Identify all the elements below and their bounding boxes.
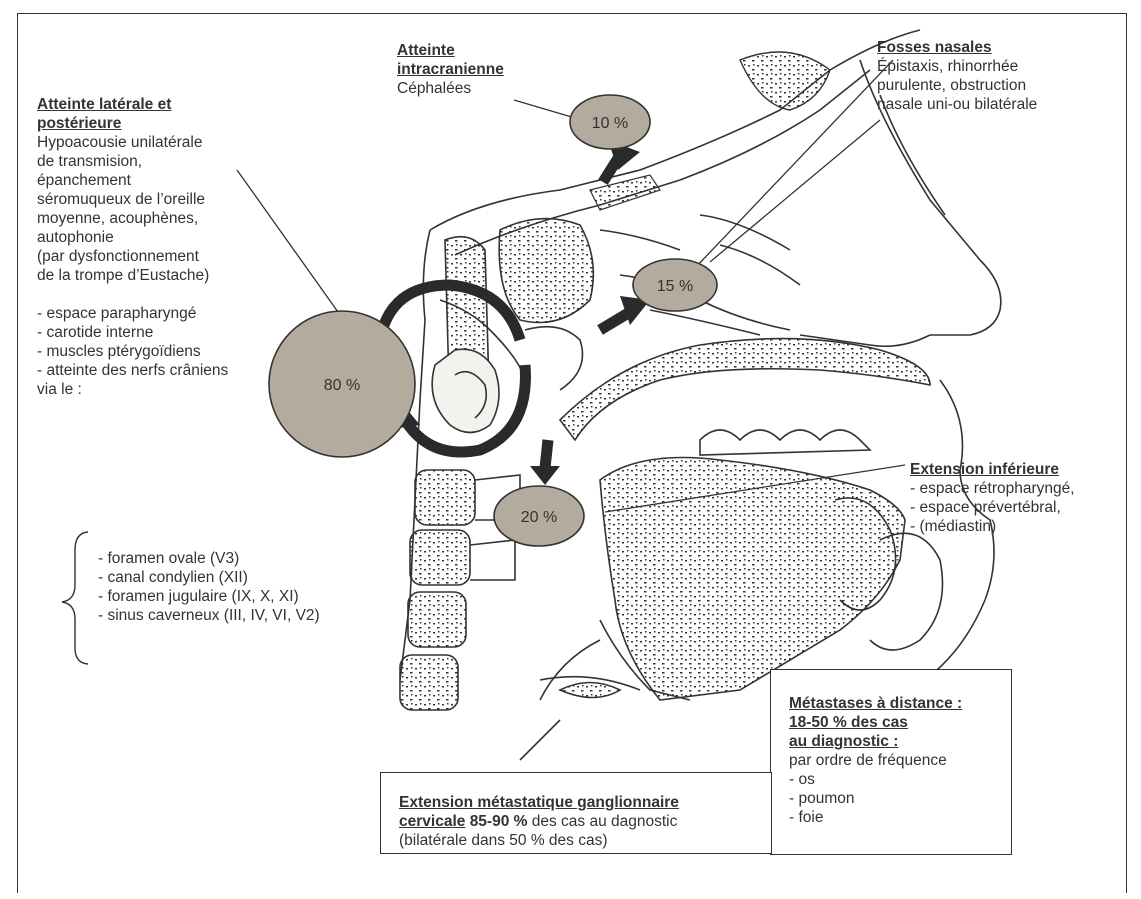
nerve-item: - foramen jugulaire (IX, X, XI) [98, 587, 320, 606]
lateral-line: - espace parapharyngé [37, 304, 257, 323]
lateral-line: épanchement [37, 171, 257, 190]
nodal-percentage: 85-90 % [470, 813, 528, 830]
nodal-content: Extension métastatique ganglionnaire cer… [399, 793, 679, 850]
lateral-line: moyenne, acouphènes, [37, 209, 257, 228]
metastases-title: au diagnostic : [789, 732, 962, 751]
bubble-intracranial: 10 % [570, 95, 650, 149]
lateral-line: autophonie [37, 228, 257, 247]
nodal-rest: des cas au dagnostic [527, 813, 677, 830]
lateral-spacer [37, 285, 257, 304]
palate [560, 339, 930, 455]
lateral-title: Atteinte latérale et postérieure [37, 95, 257, 133]
metastases-item: - foie [789, 808, 962, 827]
nasal-line: Épistaxis, rhinorrhée [877, 57, 1037, 76]
bubble-nasal-label: 15 % [657, 278, 693, 295]
nodal-title: Extension métastatique ganglionnaire [399, 793, 679, 812]
bubble-lateral-label: 80 % [324, 377, 360, 394]
nodal-box: Extension métastatique ganglionnaire cer… [380, 772, 772, 854]
nodal-title-2: cervicale [399, 813, 465, 830]
lateral-line: (par dysfonctionnement [37, 247, 257, 266]
metastases-item: - os [789, 770, 962, 789]
metastases-title: 18-50 % des cas [789, 713, 962, 732]
nodal-line3: (bilatérale dans 50 % des cas) [399, 831, 679, 850]
inferior-line: - (médiastin) [910, 517, 1075, 536]
lateral-line: de la trompe d’Eustache) [37, 266, 257, 285]
intracranial-block: Atteinte intracranienne Céphalées [397, 41, 504, 98]
nasal-line: nasale uni-ou bilatérale [877, 95, 1037, 114]
inferior-title: Extension inférieure [910, 460, 1075, 479]
nasal-line: purulente, obstruction [877, 76, 1037, 95]
metastases-title: Métastases à distance : [789, 694, 962, 713]
intracranial-title: intracranienne [397, 60, 504, 79]
lateral-line: - carotide interne [37, 323, 257, 342]
lateral-line: via le : [37, 380, 257, 399]
nodal-line2: cervicale 85-90 % des cas au dagnostic [399, 812, 679, 831]
bubble-nasal: 15 % [633, 259, 717, 311]
bubble-inferior: 20 % [494, 486, 584, 546]
bubble-lateral: 80 % [269, 311, 415, 457]
metastases-box: Métastases à distance : 18-50 % des cas … [770, 669, 1012, 855]
nerve-item: - canal condylien (XII) [98, 568, 320, 587]
nerve-item: - foramen ovale (V3) [98, 549, 320, 568]
bubble-inferior-label: 20 % [521, 509, 557, 526]
lateral-line: - atteinte des nerfs crâniens [37, 361, 257, 380]
metastases-content: Métastases à distance : 18-50 % des cas … [789, 694, 962, 827]
hyoid [540, 677, 640, 698]
nasal-block: Fosses nasales Épistaxis, rhinorrhée pur… [877, 38, 1037, 114]
metastases-item: - poumon [789, 789, 962, 808]
inferior-line: - espace prévertébral, [910, 498, 1075, 517]
lateral-line: Hypoacousie unilatérale [37, 133, 257, 152]
lateral-line: - muscles ptérygoïdiens [37, 342, 257, 361]
nerves-list: - foramen ovale (V3) - canal condylien (… [98, 549, 320, 625]
intracranial-title: Atteinte [397, 41, 504, 60]
nasal-title: Fosses nasales [877, 38, 1037, 57]
lateral-line: de transmision, [37, 152, 257, 171]
bubble-intracranial-label: 10 % [592, 115, 628, 132]
curly-brace [62, 532, 88, 664]
arrow-inferior [530, 440, 560, 485]
intracranial-text: Céphalées [397, 79, 504, 98]
lateral-line: séromuqueux de l’oreille [37, 190, 257, 209]
lateral-block: Atteinte latérale et postérieure Hypoaco… [37, 95, 257, 399]
inferior-line: - espace rétropharyngé, [910, 479, 1075, 498]
metastases-subtitle: par ordre de fréquence [789, 751, 962, 770]
inferior-block: Extension inférieure - espace rétrophary… [910, 460, 1075, 536]
nerve-item: - sinus caverneux (III, IV, VI, V2) [98, 606, 320, 625]
tongue [600, 458, 943, 701]
